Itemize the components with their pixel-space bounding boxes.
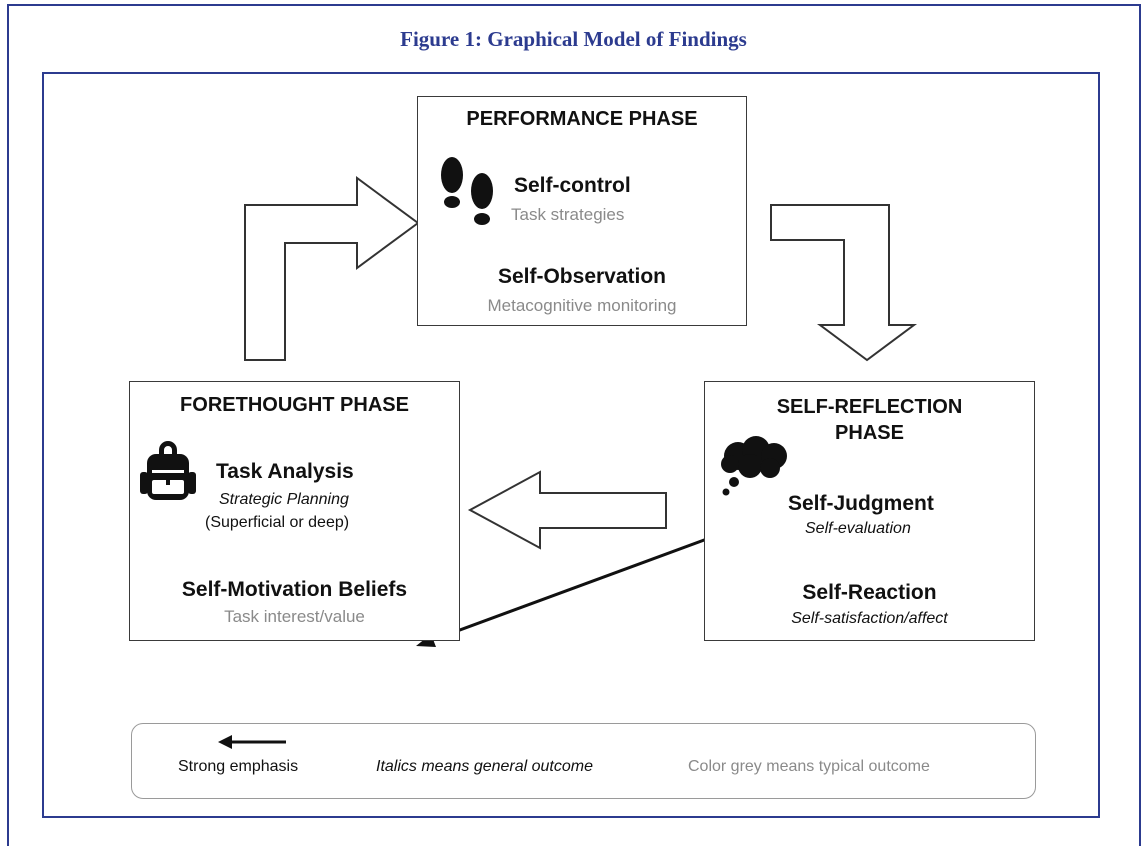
arrow-forethought-to-performance <box>244 176 420 361</box>
reflection-phase-title-line2: PHASE <box>835 422 904 444</box>
self-reaction-heading: Self-Reaction <box>802 581 937 604</box>
reflection-phase-title-line1: SELF-REFLECTION <box>776 396 963 418</box>
task-analysis-heading: Task Analysis <box>216 460 354 483</box>
task-analysis-note: (Superficial or deep) <box>205 514 350 531</box>
self-judgment-detail: Self-evaluation <box>805 520 911 537</box>
legend-box <box>131 723 1036 799</box>
self-judgment-heading: Self-Judgment <box>788 492 934 515</box>
self-observation-detail: Metacognitive monitoring <box>487 296 677 315</box>
legend-arrow <box>218 735 286 749</box>
arrow-performance-to-reflection <box>770 204 918 362</box>
self-observation-heading: Self-Observation <box>497 265 667 288</box>
footprints-icon <box>441 157 493 225</box>
self-motivation-heading: Self-Motivation Beliefs <box>181 578 408 601</box>
self-reaction-detail: Self-satisfaction/affect <box>791 610 948 627</box>
self-control-detail: Task strategies <box>511 205 625 224</box>
diagram-frame <box>42 72 1100 818</box>
backpack-icon <box>140 441 196 500</box>
self-motivation-detail: Task interest/value <box>224 607 365 626</box>
legend-italics: Italics means general outcome <box>376 758 593 775</box>
forethought-phase-title: FORETHOUGHT PHASE <box>180 394 409 416</box>
reflection-phase-box <box>704 381 1035 641</box>
forethought-phase-box <box>129 381 460 641</box>
legend-grey: Color grey means typical outcome <box>688 758 930 775</box>
strong-emphasis-arrow <box>429 520 754 643</box>
task-analysis-detail: Strategic Planning <box>219 491 349 508</box>
self-control-heading: Self-control <box>514 174 631 197</box>
figure-title: Figure 1: Graphical Model of Findings <box>400 27 747 51</box>
thought-cloud-icon <box>721 436 787 496</box>
outer-frame <box>7 4 1141 846</box>
performance-phase-box <box>417 96 747 326</box>
arrow-reflection-to-forethought <box>467 470 667 550</box>
legend-strong-emphasis: Strong emphasis <box>178 758 299 775</box>
performance-phase-title: PERFORMANCE PHASE <box>466 108 698 130</box>
